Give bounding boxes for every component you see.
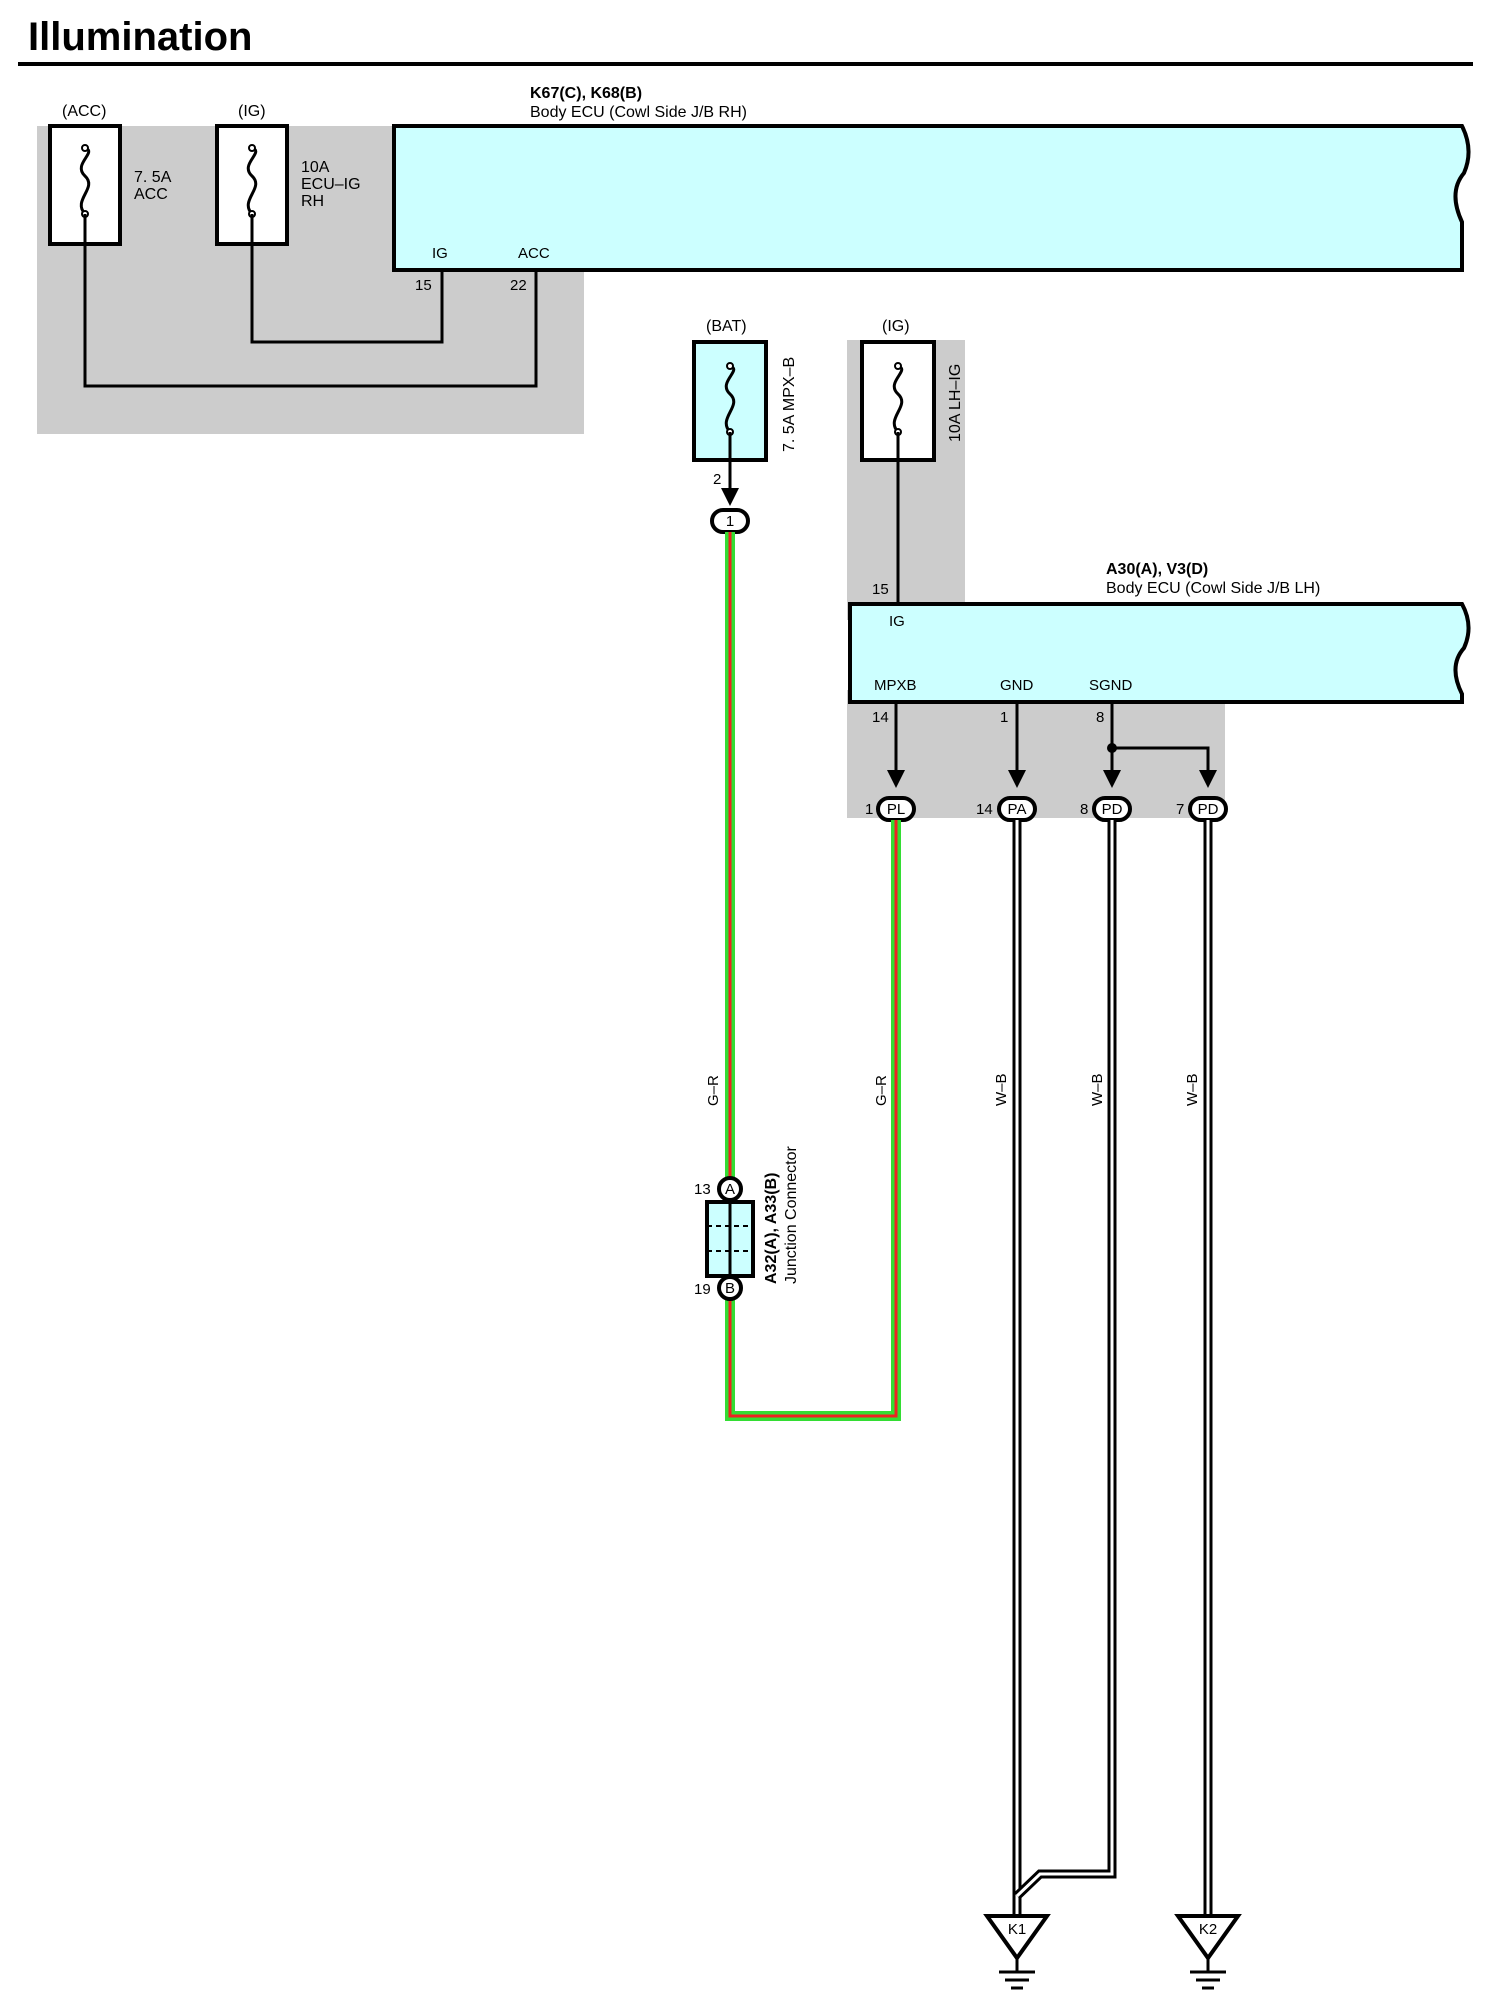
arrow-gnd-icon (1008, 770, 1026, 788)
shade-area-lh-connectors (847, 690, 1225, 818)
junction-pin-b-num: 19 (694, 1281, 711, 1298)
junction-pin-b-letter: B (725, 1280, 735, 1297)
wire-gr-lower-green (725, 820, 901, 1421)
arrow-sgnd-branch-icon (1199, 770, 1217, 788)
ecu-rh-name: Body ECU (Cowl Side J/B RH) (530, 104, 747, 121)
connector-1-num: 1 (726, 513, 734, 530)
ecu-lh-name: Body ECU (Cowl Side J/B LH) (1106, 580, 1320, 597)
wire-label-wb-3: W–B (1184, 1073, 1201, 1106)
fuse-lh-ig-element-icon (892, 364, 904, 434)
wire-gr-lower-red (728, 820, 898, 1418)
junction-pin-a-num: 13 (694, 1181, 711, 1198)
fuse-ecu-ig-element-icon (246, 146, 258, 216)
fuse-ecu-ig-name-2: RH (301, 193, 324, 210)
connector-pd-8-pin: 8 (1080, 801, 1088, 818)
wire-wb-2-inner (1015, 820, 1114, 1898)
ecu-rh-pin-acc-num: 22 (510, 277, 527, 294)
arrow-mpx-b-icon (721, 488, 739, 506)
connector-pa-pin: 14 (976, 801, 993, 818)
fuse-lh-ig-terminal-icon (894, 362, 902, 370)
wire-label-gr-1: G–R (705, 1075, 722, 1106)
ground-k1-icon (983, 1914, 1051, 1962)
ecu-rh-pin-ig-label: IG (432, 245, 448, 262)
ecu-lh-pin-sgnd-num: 8 (1096, 709, 1104, 726)
ground-k2-icon (1174, 1914, 1242, 1962)
ecu-lh-pin-mpxb-label: MPXB (874, 677, 917, 694)
connector-pl-pin: 1 (865, 801, 873, 818)
connector-pd-8-code: PD (1102, 801, 1123, 818)
ecu-lh-pin-mpxb-num: 14 (872, 709, 889, 726)
wire-sgnd-branch (1112, 746, 1210, 780)
junction-pin-b (717, 1275, 743, 1301)
wire-label-gr-2: G–R (873, 1075, 890, 1106)
connector-pd-7-code: PD (1198, 801, 1219, 818)
junction-name-1: A32(A), A33(B) (763, 1173, 780, 1284)
fuse-lh-ig-source: (IG) (882, 318, 910, 335)
ground-k2-label: K2 (1199, 1921, 1217, 1938)
fuse-mpx-b-label: 7. 5A MPX–B (781, 357, 798, 452)
arrow-mpxb-icon (887, 770, 905, 788)
fuse-mpx-b-source: (BAT) (706, 318, 747, 335)
wire-wb-2-outer (1013, 820, 1117, 1900)
ecu-lh-pin-sgnd-label: SGND (1089, 677, 1133, 694)
connector-pa-code: PA (1008, 801, 1027, 818)
fuse-ecu-ig-terminal-icon (248, 144, 256, 152)
connector-pd-7-pin: 7 (1176, 801, 1184, 818)
fuse-acc-terminal-icon (81, 144, 89, 152)
ecu-lh-pin-gnd-num: 1 (1000, 709, 1008, 726)
ecu-rh-pin-acc-label: ACC (518, 245, 550, 262)
ecu-lh-pin-gnd-label: GND (1000, 677, 1034, 694)
fuse-acc-source: (ACC) (62, 103, 106, 120)
fuse-acc-rating: 7. 5A (134, 169, 172, 186)
fuse-ecu-ig-source: (IG) (238, 103, 266, 120)
fuse-acc-element-icon (79, 146, 91, 216)
ecu-lh-pin-ig-num: 15 (872, 581, 889, 598)
fuse-acc-name: ACC (134, 186, 168, 203)
ground-k1-label: K1 (1008, 1921, 1026, 1938)
fuse-mpx-b-pin: 2 (713, 471, 721, 488)
body-ecu-rh (392, 124, 1471, 272)
body-ecu-lh (848, 602, 1471, 704)
fuse-mpx-b-terminal-icon (726, 362, 734, 370)
fuse-ecu-ig-name-1: ECU–IG (301, 176, 361, 193)
ecu-rh-pin-ig-num: 15 (415, 277, 432, 294)
wire-label-wb-1: W–B (993, 1073, 1010, 1106)
fuse-ecu-ig-rating: 10A (301, 159, 330, 176)
wire-acc-to-ecu-rh (83, 214, 538, 388)
ecu-lh-connector-label: A30(A), V3(D) (1106, 561, 1208, 578)
junction-pin-a-letter: A (725, 1181, 735, 1198)
ecu-lh-pin-ig-label: IG (889, 613, 905, 630)
connector-pl-code: PL (887, 801, 905, 818)
fuse-lh-ig-label: 10A LH–IG (947, 364, 964, 442)
junction-name-2: Junction Connector (783, 1145, 800, 1284)
fuse-mpx-b-element-icon (724, 364, 736, 434)
page-title: Illumination (28, 15, 252, 59)
wire-ecu-ig-to-ecu-rh (250, 214, 444, 344)
arrow-sgnd-icon (1103, 770, 1121, 788)
wire-label-wb-2: W–B (1089, 1073, 1106, 1106)
ecu-rh-connector-label: K67(C), K68(B) (530, 85, 642, 102)
